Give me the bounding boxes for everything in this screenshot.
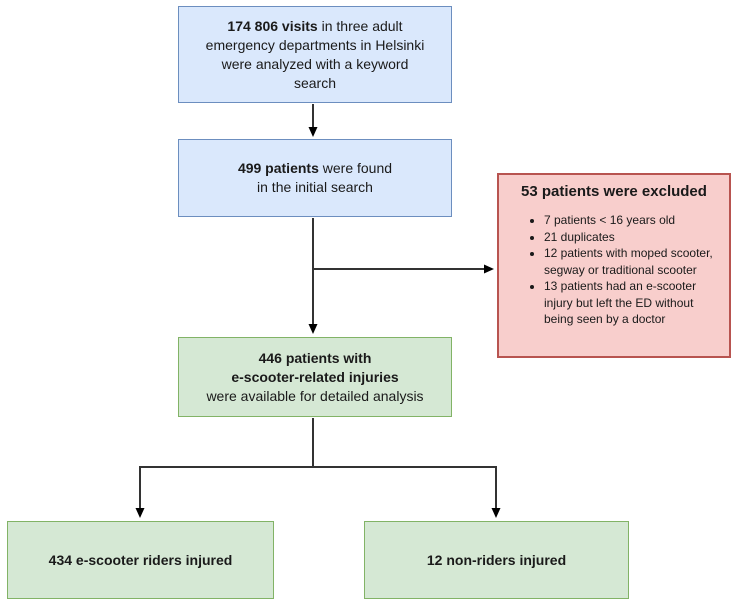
excluded-bullet-item: 7 patients < 16 years old	[544, 212, 725, 229]
visits-count: 174 806 visits	[227, 17, 318, 34]
found-count: 499 patients	[237, 160, 319, 176]
box-visits: 174 806 visits in three adult emergency …	[178, 6, 452, 103]
visits-line-4: search	[293, 74, 337, 91]
nonriders-label: 12 non-riders injured	[426, 551, 567, 568]
excluded-bullet-item: 13 patients had an e-scooter injury but …	[544, 278, 725, 328]
available-line-3: were available for detailed analysis	[206, 387, 424, 404]
visits-line-1-rest: in three adult	[317, 17, 403, 34]
available-count: 446 patients with	[258, 349, 372, 366]
box-nonriders: 12 non-riders injured	[364, 521, 629, 599]
available-bold-2: e-scooter-related injuries	[231, 368, 399, 385]
found-line-2: in the initial search	[257, 179, 373, 195]
visits-line-3: were analyzed with a keyword	[221, 55, 409, 72]
box-available: 446 patients with e-scooter-related inju…	[178, 337, 452, 417]
found-line-1: 499 patients were found	[238, 159, 392, 178]
visits-line-1: 174 806 visits in three adult	[227, 17, 402, 36]
excluded-bullet-item: 12 patients with moped scooter, segway o…	[544, 245, 725, 278]
visits-line-2: emergency departments in Helsinki	[205, 36, 425, 53]
box-excluded: 53 patients were excluded 7 patients < 1…	[497, 173, 731, 358]
riders-label: 434 e-scooter riders injured	[48, 551, 233, 568]
excluded-bullet-item: 21 duplicates	[544, 229, 725, 246]
box-found: 499 patients were found in the initial s…	[178, 139, 452, 217]
box-riders: 434 e-scooter riders injured	[7, 521, 274, 599]
available-line-1: 446 patients with	[259, 349, 372, 368]
excluded-bullet-list: 7 patients < 16 years old21 duplicates12…	[499, 212, 725, 328]
found-line-1-rest: were found	[318, 160, 393, 176]
available-line-2: e-scooter-related injuries	[231, 368, 398, 387]
excluded-title: 53 patients were excluded	[521, 183, 707, 200]
